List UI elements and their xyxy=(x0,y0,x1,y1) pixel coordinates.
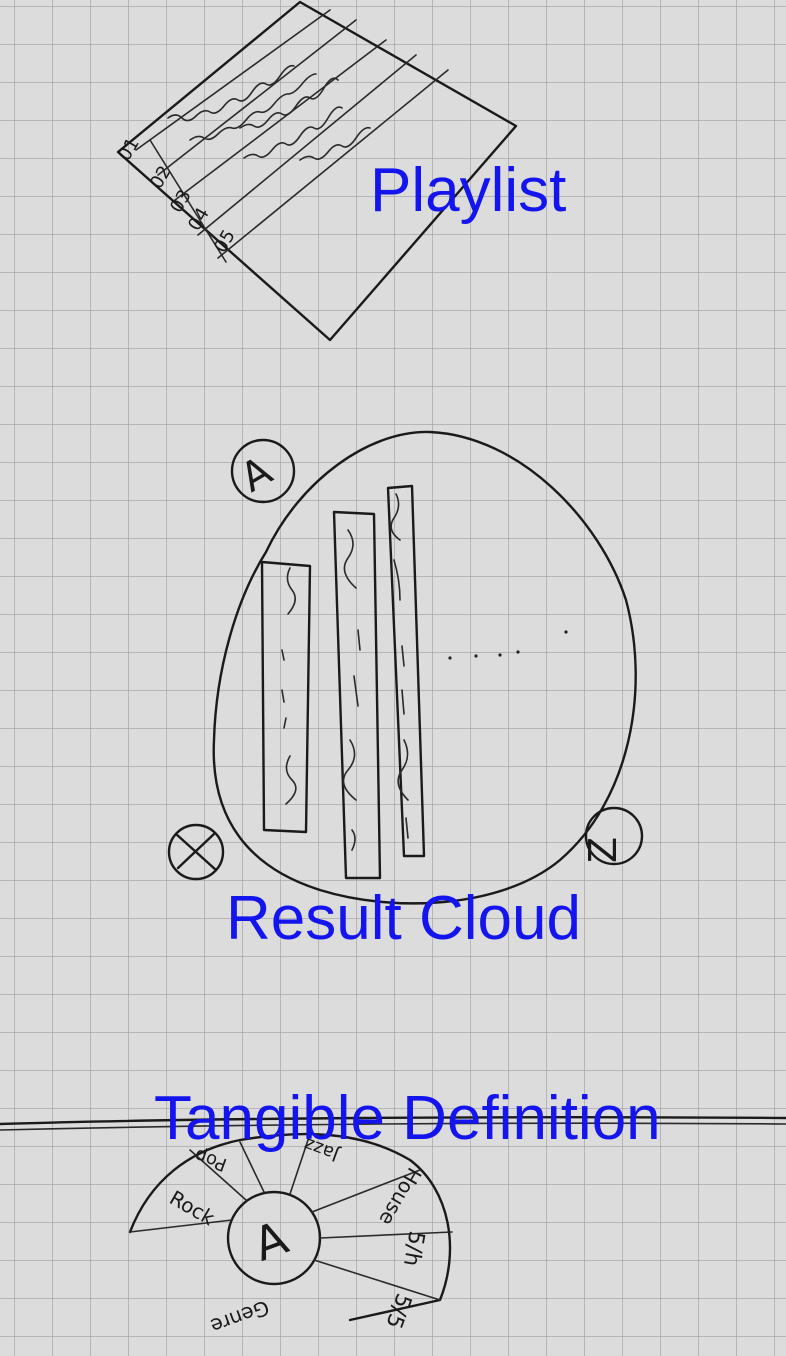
remove-marker-icon xyxy=(167,823,225,881)
playlist-outline xyxy=(116,0,518,342)
playlist-row-line xyxy=(157,19,357,176)
wheel-spoke xyxy=(289,1133,311,1195)
result-item-scribble xyxy=(390,493,409,839)
playlist-track-scribble xyxy=(243,106,343,159)
wheel-spoke xyxy=(319,1231,453,1239)
more-dot xyxy=(564,630,568,634)
playlist-row-line xyxy=(197,54,417,236)
playlist-column-line xyxy=(149,139,227,263)
playlist-row-number: 05 xyxy=(210,226,240,256)
more-dot xyxy=(448,656,452,660)
wheel-outer-arc xyxy=(128,1132,452,1322)
result-column xyxy=(332,510,382,880)
result-cloud-outline xyxy=(212,430,637,905)
wheel-spoke xyxy=(311,1169,421,1213)
playlist-row-line xyxy=(174,39,387,201)
result-cloud-sketch: A Z xyxy=(167,430,644,905)
playlist-row-number: 02 xyxy=(146,162,176,192)
result-column xyxy=(386,484,426,858)
more-dot xyxy=(474,654,478,658)
playlist-row-line xyxy=(135,9,331,151)
section-divider xyxy=(0,1116,786,1126)
wheel-spoke xyxy=(239,1141,265,1193)
marker-z-circle xyxy=(584,806,644,866)
label-result-cloud: Result Cloud xyxy=(226,884,581,953)
more-dot xyxy=(498,653,502,657)
playlist-row-line xyxy=(217,69,449,259)
playlist-track-scribble xyxy=(189,73,317,141)
result-item-scribble xyxy=(342,529,361,851)
more-dot xyxy=(516,650,520,654)
label-playlist: Playlist xyxy=(370,156,567,225)
wheel-caption: Genre xyxy=(207,1295,272,1338)
playlist-track-scribble xyxy=(167,64,295,122)
wheel-spoke xyxy=(129,1219,233,1233)
wheel-sector-label: House xyxy=(374,1164,426,1230)
section-divider xyxy=(0,1122,786,1131)
wheel-center-letter: A xyxy=(247,1210,296,1272)
wheel-sector-label: 5/h xyxy=(398,1229,429,1268)
playlist-track-scribble xyxy=(239,77,339,129)
result-column xyxy=(260,560,312,834)
wheel-spoke xyxy=(313,1259,441,1301)
tangible-wheel-sketch: A Rock Pop Jazz House 5/h 5/5 Genre xyxy=(128,1132,453,1339)
label-tangible-definition: Tangible Definition xyxy=(154,1084,661,1153)
marker-z-letter: Z xyxy=(581,837,625,863)
playlist-sketch: 01 02 03 04 05 xyxy=(114,0,518,342)
wheel-sector-label: Rock xyxy=(166,1186,220,1231)
wheel-sector-label: 5/5 xyxy=(380,1290,416,1332)
marker-a-circle xyxy=(230,438,296,504)
playlist-track-scribble xyxy=(299,126,371,161)
result-item-scribble xyxy=(281,567,297,805)
wheel-spoke xyxy=(189,1149,247,1201)
playlist-row-number: 01 xyxy=(114,134,144,164)
remove-marker-cross xyxy=(174,832,218,872)
